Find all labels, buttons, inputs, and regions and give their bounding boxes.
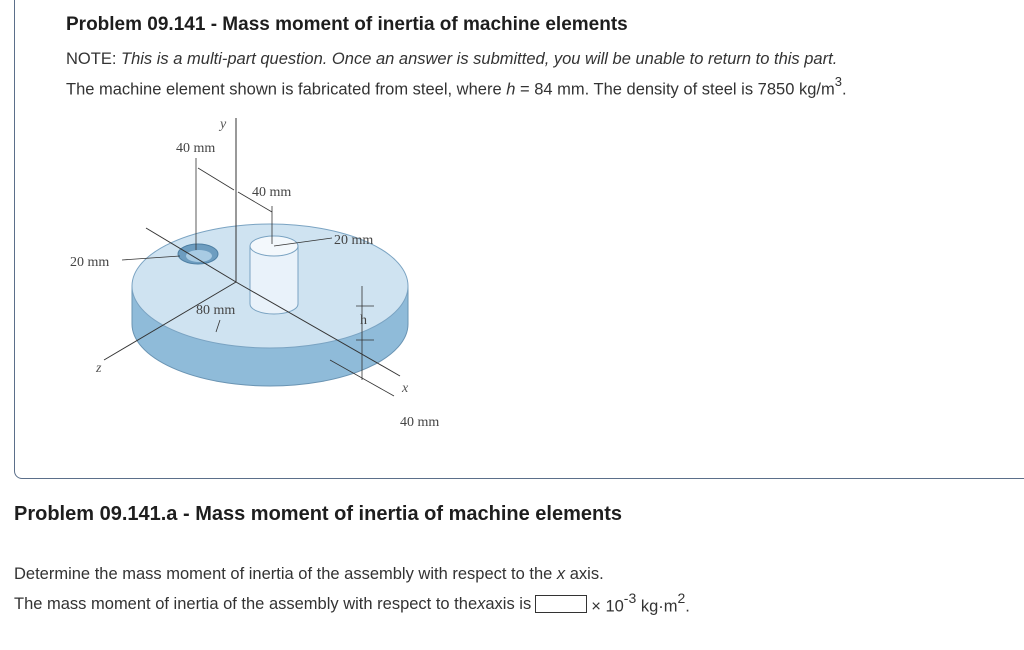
dim-80: 80 mm	[196, 303, 235, 318]
question-post: axis.	[565, 565, 604, 583]
statement-pre: The machine element shown is fabricated …	[66, 80, 507, 99]
problem-title: Problem 09.141 - Mass moment of inertia …	[66, 14, 628, 35]
note-label: NOTE:	[66, 50, 117, 68]
machine-element-figure: y z x 40 mm 40 mm 20 mm 20 mm 80 mm h 40…	[70, 117, 439, 430]
statement-var: h	[506, 80, 516, 99]
answer-unit: × 10-3 kg·m2.	[591, 590, 690, 617]
answer-input[interactable]	[535, 595, 588, 614]
question-text: Determine the mass moment of inertia of …	[14, 565, 604, 584]
y-axis-label: y	[218, 117, 227, 132]
part-title: Problem 09.141.a - Mass moment of inerti…	[14, 503, 622, 525]
unit-exp: -3	[623, 590, 637, 606]
note-text: This is a multi-part question. Once an a…	[121, 50, 838, 68]
h-dim-label: h	[360, 313, 367, 328]
statement-end: .	[841, 80, 847, 99]
problem-statement: The machine element shown is fabricated …	[66, 74, 847, 100]
statement-mid: = 84 mm. The density of steel is 7850 kg…	[515, 80, 835, 99]
question-pre: Determine the mass moment of inertia of …	[14, 565, 557, 583]
unit-text: kg·m	[636, 597, 678, 616]
dim-40-mid: 40 mm	[252, 185, 291, 200]
answer-line: The mass moment of inertia of the assemb…	[14, 590, 690, 617]
unit-end: .	[685, 597, 690, 616]
unit-times: × 10	[591, 597, 624, 616]
answer-mid: axis is	[485, 594, 532, 613]
problem-card	[14, 0, 1024, 479]
dim-20-right: 20 mm	[334, 233, 373, 248]
statement-exp: 3	[834, 74, 842, 89]
dim-40-bottom: 40 mm	[400, 415, 439, 430]
answer-pre: The mass moment of inertia of the assemb…	[14, 594, 478, 613]
problem-note: NOTE: This is a multi-part question. Onc…	[66, 50, 837, 69]
dim-40-top: 40 mm	[176, 141, 215, 156]
unit-exp2: 2	[677, 590, 686, 606]
question-var: x	[556, 565, 566, 583]
x-axis-label: x	[401, 381, 409, 396]
answer-var: x	[477, 594, 486, 613]
z-axis-label: z	[95, 361, 102, 376]
dim-20-left: 20 mm	[70, 255, 109, 270]
